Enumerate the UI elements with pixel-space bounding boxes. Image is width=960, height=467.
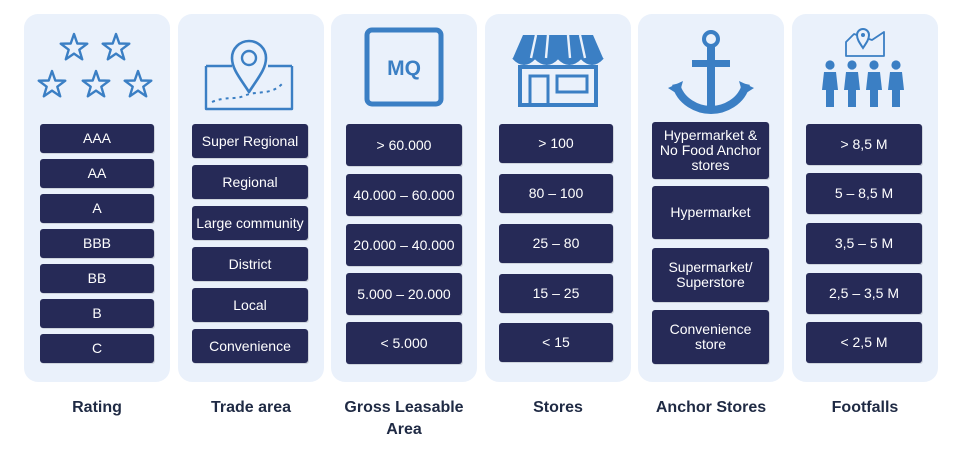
gla-label: Gross Leasable Area: [344, 399, 464, 438]
stores-item: 80 – 100: [499, 174, 613, 213]
anchor-stores-panel: Hypermarket & No Food Anchor stores Hype…: [638, 14, 784, 382]
storefront-icon: [485, 14, 631, 122]
map-pin-icon: [178, 14, 324, 122]
trade-area-item: District: [192, 247, 308, 281]
trade-area-panel: Super Regional Regional Large community …: [178, 14, 324, 382]
trade-area-label: Trade area: [210, 399, 292, 416]
footfalls-item: 3,5 – 5 M: [806, 223, 922, 264]
footfalls-item: 5 – 8,5 M: [806, 173, 922, 214]
stores-item: < 15: [499, 323, 613, 362]
footfalls-label: Footfalls: [831, 399, 899, 416]
gla-item: > 60.000: [346, 124, 462, 166]
rating-item: A: [40, 194, 154, 223]
gla-item: 40.000 – 60.000: [346, 174, 462, 216]
trade-area-item: Regional: [192, 165, 308, 199]
stores-item: 25 – 80: [499, 224, 613, 263]
trade-area-item: Super Regional: [192, 124, 308, 158]
stores-label: Stores: [533, 399, 583, 416]
rating-item: AA: [40, 159, 154, 188]
rating-label: Rating: [72, 399, 122, 416]
anchor-stores-label: Anchor Stores: [655, 399, 767, 416]
rating-item: B: [40, 299, 154, 328]
gla-panel: MQ > 60.000 40.000 – 60.000 20.000 – 40.…: [331, 14, 477, 382]
gla-item: < 5.000: [346, 322, 462, 364]
anchor-item: Hypermarket & No Food Anchor stores: [652, 122, 769, 179]
stores-item: > 100: [499, 124, 613, 163]
gla-item: 5.000 – 20.000: [346, 273, 462, 315]
rating-item: BB: [40, 264, 154, 293]
anchor-item: Supermarket/ Superstore: [652, 248, 769, 302]
footfalls-panel: > 8,5 M 5 – 8,5 M 3,5 – 5 M 2,5 – 3,5 M …: [792, 14, 938, 382]
stores-panel: > 100 80 – 100 25 – 80 15 – 25 < 15: [485, 14, 631, 382]
stores-item: 15 – 25: [499, 274, 613, 313]
people-map-icon: [792, 14, 938, 122]
footfalls-item: > 8,5 M: [806, 124, 922, 165]
trade-area-item: Large community: [192, 206, 308, 240]
rating-item: AAA: [40, 124, 154, 153]
anchor-item: Convenience store: [652, 310, 769, 364]
rating-panel: AAA AA A BBB BB B C: [24, 14, 170, 382]
svg-text:MQ: MQ: [387, 57, 421, 80]
footfalls-item: < 2,5 M: [806, 322, 922, 363]
anchor-icon: [638, 14, 784, 122]
rating-item: C: [40, 334, 154, 363]
stars-icon: [24, 14, 170, 122]
mq-icon: MQ: [331, 14, 477, 122]
gla-item: 20.000 – 40.000: [346, 224, 462, 266]
trade-area-item: Local: [192, 288, 308, 322]
rating-item: BBB: [40, 229, 154, 258]
footfalls-item: 2,5 – 3,5 M: [806, 273, 922, 314]
trade-area-item: Convenience: [192, 329, 308, 363]
anchor-item: Hypermarket: [652, 186, 769, 239]
